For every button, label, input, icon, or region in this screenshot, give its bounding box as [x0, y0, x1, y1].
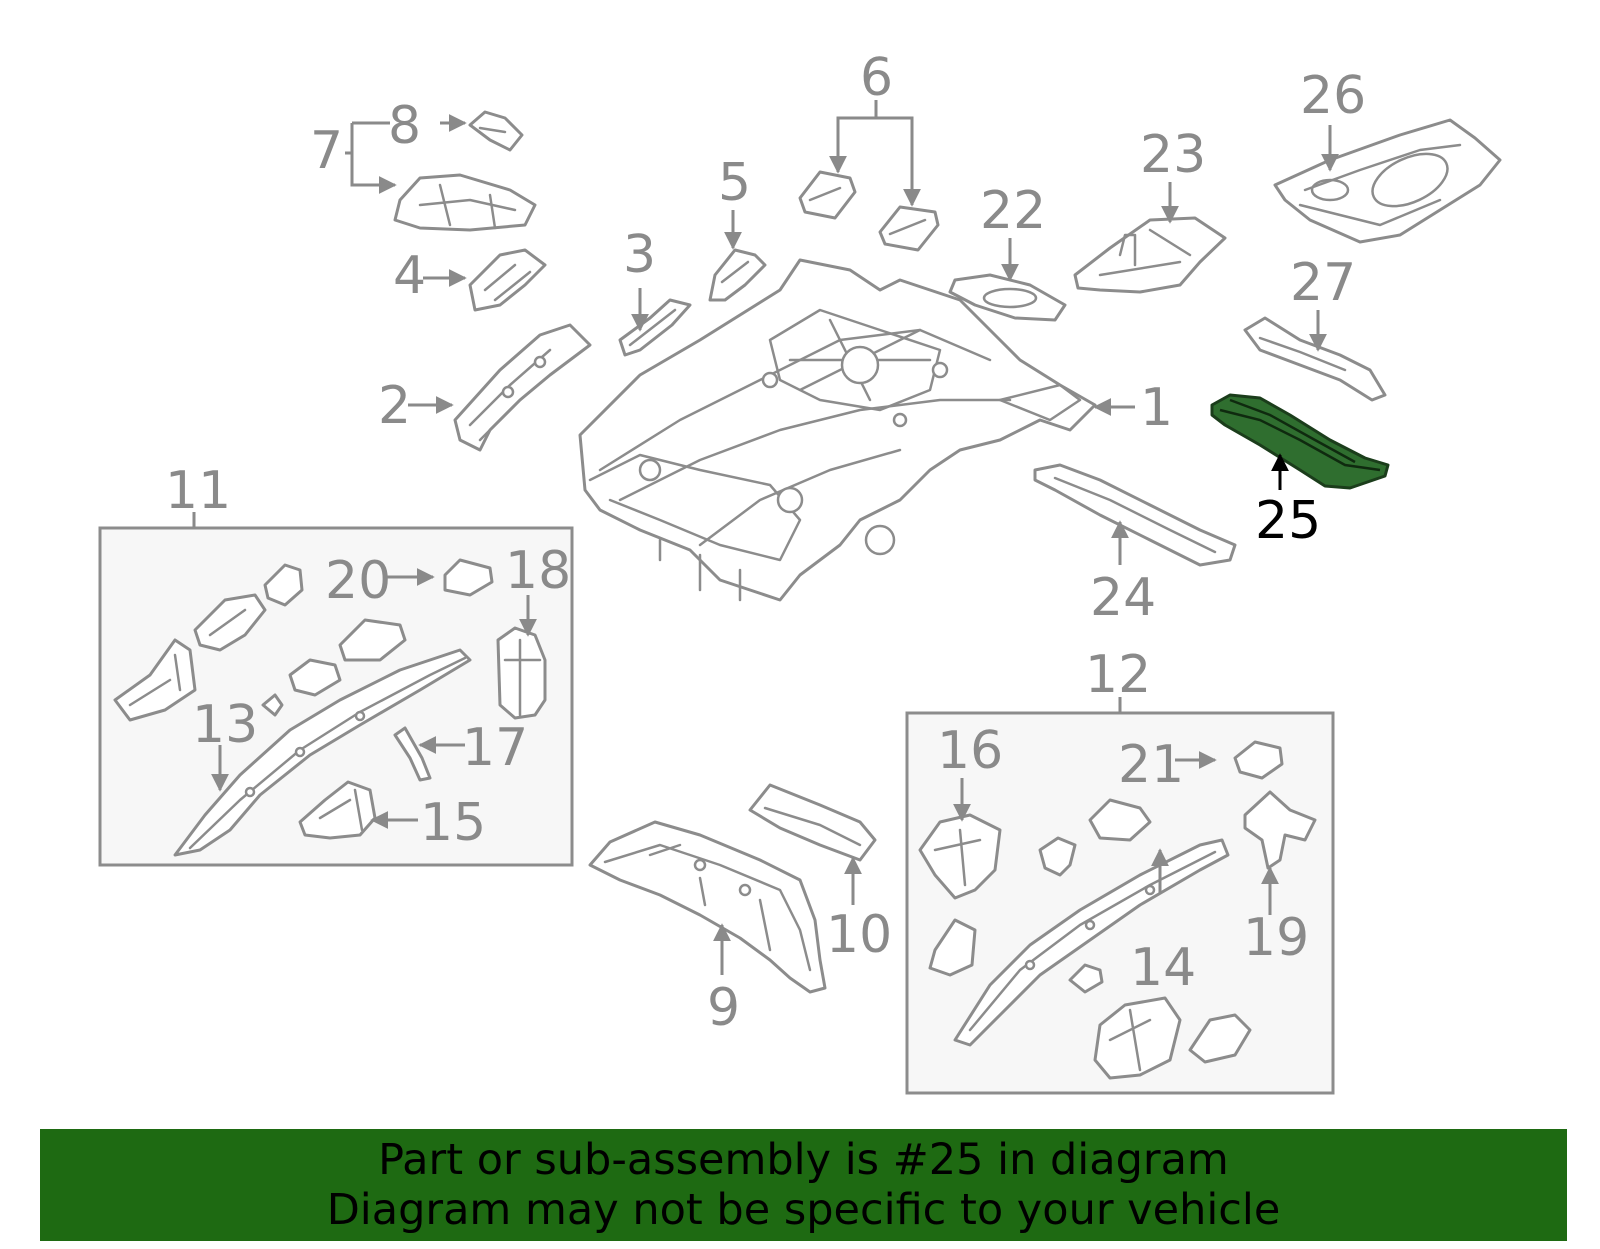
callout-21: 21: [1118, 735, 1184, 795]
part-1-rear-floor-pan[interactable]: [578, 258, 1097, 602]
part-9-side-member[interactable]: [588, 820, 827, 994]
part-7-bracket[interactable]: [393, 173, 537, 232]
callout-23: 23: [1140, 125, 1206, 185]
part-5-bracket[interactable]: [708, 248, 767, 302]
part-2-bracket[interactable]: [453, 323, 592, 452]
box-11-parts[interactable]: [113, 558, 547, 857]
callout-25-highlighted: 25: [1255, 491, 1321, 551]
part-27-member[interactable]: [1243, 316, 1387, 402]
footer-part-note: Part or sub-assembly is #25 in diagram: [378, 1135, 1229, 1185]
callout-1: 1: [1140, 378, 1173, 438]
part-24-crossmember[interactable]: [1033, 463, 1237, 567]
part-26-panel[interactable]: [1273, 118, 1502, 244]
callout-18: 18: [505, 541, 571, 601]
callout-26: 26: [1300, 66, 1366, 126]
leader-lines: [211, 100, 1339, 975]
part-3-reinforcement[interactable]: [618, 298, 692, 357]
callout-20: 20: [325, 551, 391, 611]
part-4-bracket[interactable]: [468, 248, 547, 312]
callout-9: 9: [707, 978, 740, 1038]
callout-24: 24: [1090, 568, 1156, 628]
part-25-highlighted-crossmember[interactable]: [1210, 393, 1390, 490]
callout-14: 14: [1130, 938, 1196, 998]
callout-8: 8: [388, 96, 421, 156]
callout-27: 27: [1290, 253, 1356, 313]
callout-labels: 1 2 3 4 5 6 7 8 9 10 11 12 13 14 15 16 1…: [165, 48, 1366, 1038]
callout-13: 13: [192, 695, 258, 755]
part-23-bracket[interactable]: [1073, 216, 1227, 294]
callout-4: 4: [393, 246, 426, 306]
callout-12: 12: [1085, 645, 1151, 705]
part-6-brackets[interactable]: [798, 170, 940, 252]
callout-2: 2: [378, 376, 411, 436]
part-10-member[interactable]: [748, 783, 877, 862]
part-8-clip[interactable]: [468, 110, 524, 152]
footer-disclaimer: Diagram may not be specific to your vehi…: [326, 1185, 1281, 1235]
footer-banner: Part or sub-assembly is #25 in diagram D…: [40, 1129, 1567, 1241]
callout-3: 3: [623, 225, 656, 285]
callout-7: 7: [310, 121, 343, 181]
callout-16: 16: [937, 721, 1003, 781]
callout-22: 22: [980, 181, 1046, 241]
callout-10: 10: [826, 905, 892, 965]
callout-11: 11: [165, 461, 231, 521]
callout-17: 17: [462, 718, 528, 778]
callout-5: 5: [718, 153, 751, 213]
callout-6: 6: [860, 48, 893, 108]
callout-19: 19: [1243, 908, 1309, 968]
callout-15: 15: [420, 793, 486, 853]
